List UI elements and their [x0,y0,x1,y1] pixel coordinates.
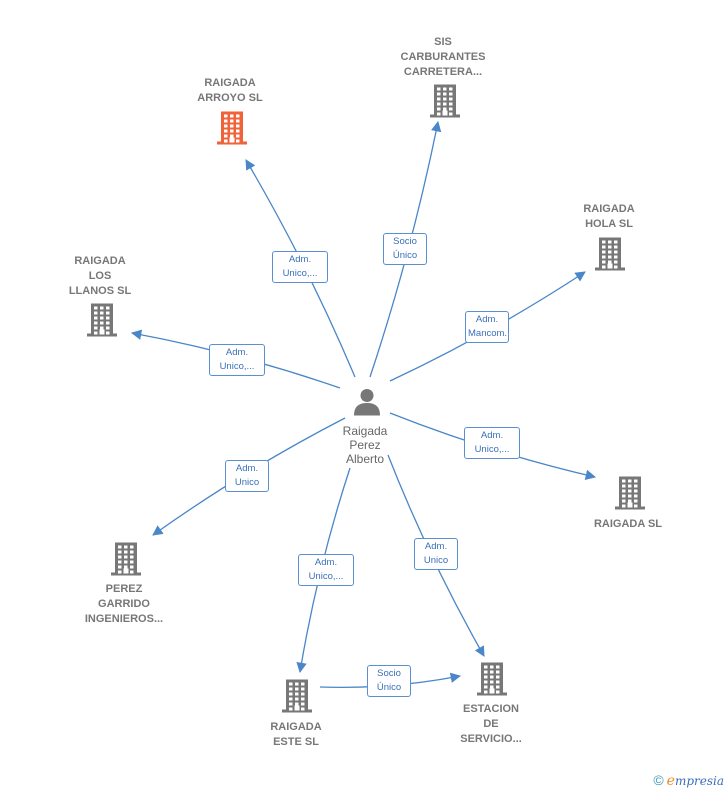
company-name-line: ARROYO SL [197,92,263,104]
relation-label-line: Adm. [225,347,249,358]
person-icon[interactable] [352,387,382,422]
building-icon[interactable] [87,302,117,343]
relation-label-line: Mancom. [468,328,508,339]
relation-label-line: Unico,... [474,444,510,455]
company-name-line: CARRETERA... [403,66,483,78]
company-name-raigada-este[interactable]: RAIGADA ESTE SL [270,720,321,750]
relation-badge-estacion-servicio[interactable]: Adm. Unico [414,538,458,570]
company-name-raigada-hola[interactable]: RAIGADA HOLA SL [583,202,634,232]
company-name-line: SIS [434,36,452,48]
building-icon[interactable] [595,236,625,277]
company-name-sis-carburantes[interactable]: SIS CARBURANTES CARRETERA... [401,35,486,80]
company-name-line: RAIGADA [204,77,256,89]
person-name-line: Alberto [345,452,385,466]
relation-badge-raigada-los-llanos[interactable]: Adm. Unico,... [209,344,265,376]
building-icon[interactable] [282,678,312,719]
relation-label-line: Socio [393,236,417,247]
company-name-estacion-servicio[interactable]: ESTACION DE SERVICIO... [460,702,522,747]
relation-badge-raigada-sl[interactable]: Adm. Unico,... [464,427,520,459]
company-name-line: ESTACION [462,703,520,715]
person-name-line: Raigada [342,424,388,438]
brand-logo: ©empresia [653,772,724,789]
relation-label-line: Adm. [235,463,259,474]
company-name-perez-garrido[interactable]: PEREZ GARRIDO INGENIEROS... [85,582,163,627]
company-name-raigada-los-llanos[interactable]: RAIGADA LOS LLANOS SL [69,254,131,299]
company-name-line: PEREZ [105,583,143,595]
relation-badge-perez-garrido[interactable]: Adm. Unico [225,460,269,492]
relation-label-line: Adm. [424,541,448,552]
relation-label-line: Unico,... [308,571,344,582]
relation-label-line: Unico [423,555,449,566]
relation-label-line: Adm. [480,430,504,441]
relation-badge-raigada-este[interactable]: Adm. Unico,... [298,554,354,586]
building-icon[interactable] [615,475,645,516]
company-name-line: SERVICIO... [460,733,522,745]
relation-label-line: Unico [234,477,260,488]
relation-label-line: Único [392,250,418,261]
company-name-line: RAIGADA [270,721,322,733]
relation-label-line: Adm. [288,254,312,265]
company-name-line: RAIGADA [583,203,635,215]
company-name-line: DE [483,718,499,730]
company-name-line: LLANOS SL [68,285,132,297]
copyright-symbol: © [653,772,664,788]
building-icon[interactable] [477,661,507,702]
company-name-line: HOLA SL [585,218,633,230]
person-name-line: Perez [349,438,381,452]
relation-label-line: Unico,... [219,361,255,372]
company-name-line: GARRIDO [98,598,150,610]
relation-label-line: Adm. [314,557,338,568]
relation-label-line: Unico,... [282,268,318,279]
company-name-line: CARBURANTES [400,51,486,63]
brand-initial: e [666,773,675,789]
relation-badge-raigada-arroyo[interactable]: Adm. Unico,... [272,251,328,283]
company-name-raigada-sl[interactable]: RAIGADA SL [594,517,662,532]
relation-label-line: Único [376,682,402,693]
company-name-line: ESTE SL [273,736,319,748]
relation-badge-raigada-hola[interactable]: Adm. Mancom. [465,311,509,343]
company-name-line: RAIGADA SL [593,518,663,530]
building-icon[interactable] [217,110,247,151]
company-name-raigada-arroyo[interactable]: RAIGADA ARROYO SL [197,76,262,106]
relation-label-line: Adm. [475,314,499,325]
building-icon[interactable] [430,83,460,124]
building-icon[interactable] [111,541,141,582]
company-name-line: RAIGADA [74,255,126,267]
brand-name: mpresia [674,774,724,788]
relation-label-line: Socio [377,668,401,679]
company-name-line: INGENIEROS... [84,613,164,625]
company-name-line: LOS [88,270,112,282]
